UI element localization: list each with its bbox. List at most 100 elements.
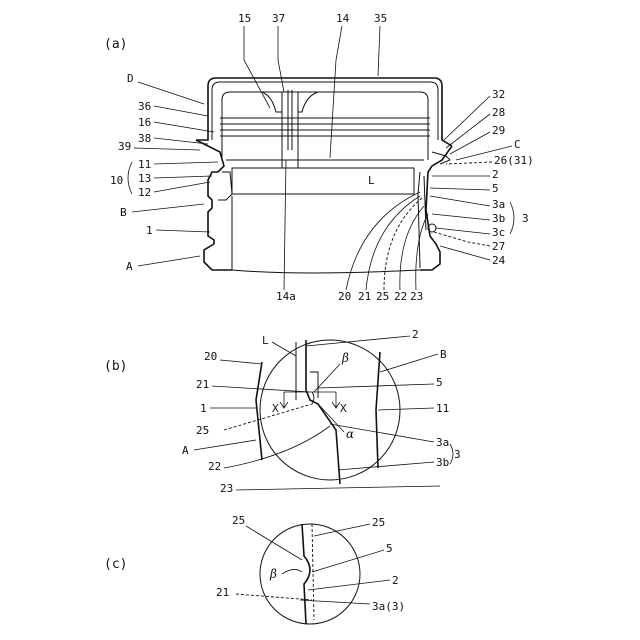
leader-c-beta (282, 569, 302, 574)
wall-c-2 (302, 524, 310, 624)
figure-a-title: (a) (104, 37, 127, 52)
hook-right (298, 92, 318, 112)
label-c-21: 21 (216, 586, 229, 599)
leader-b-20 (220, 360, 262, 364)
left-ring (196, 140, 224, 244)
leader-28 (446, 114, 490, 148)
label-c-5: 5 (386, 542, 393, 555)
leader-26 (446, 162, 492, 164)
leader-16 (154, 122, 214, 132)
leader-A (138, 256, 200, 266)
figure-c: (c) 25 25 5 β 2 21 3a(3) (104, 514, 405, 624)
label-b-22: 22 (208, 460, 221, 473)
arrow-X-right (332, 392, 340, 408)
leader-12 (154, 182, 210, 192)
label-14a: 14a (276, 290, 296, 303)
arrow-X-left (280, 392, 288, 408)
label-5: 5 (492, 182, 499, 195)
leader-b-22 (224, 426, 330, 468)
dash-c-21 (236, 594, 312, 600)
leader-38 (154, 138, 208, 144)
leader-b-11 (378, 408, 434, 410)
label-25: 25 (376, 290, 389, 303)
label-c-25b: 25 (372, 516, 385, 529)
label-b-X1: X (272, 402, 279, 415)
label-11: 11 (138, 158, 151, 171)
leader-11 (154, 162, 218, 164)
label-b-20: 20 (204, 350, 217, 363)
label-b-3b: 3b (436, 456, 449, 469)
label-2: 2 (492, 168, 499, 181)
label-b-2: 2 (412, 328, 419, 341)
leader-b-A (194, 440, 256, 450)
label-13: 13 (138, 172, 151, 185)
figure-b-title: (b) (104, 359, 127, 374)
wall-5 (310, 372, 318, 398)
figure-c-title: (c) (104, 557, 127, 572)
label-15: 15 (238, 12, 251, 25)
label-b-beta: β (341, 351, 349, 365)
hook-left (262, 92, 282, 112)
leader-27 (468, 242, 490, 246)
leader-b-B (380, 354, 438, 372)
label-28: 28 (492, 106, 505, 119)
label-27: 27 (492, 240, 505, 253)
central-stem (282, 90, 298, 168)
leader-21 (366, 196, 420, 290)
label-L: L (368, 174, 375, 187)
label-b-A: A (182, 444, 189, 457)
label-20: 20 (338, 290, 351, 303)
leader-b-23 (236, 486, 440, 490)
label-b-11: 11 (436, 402, 449, 415)
label-16: 16 (138, 116, 151, 129)
brace-b-3 (450, 444, 453, 464)
left-body (204, 244, 232, 270)
leader-35 (378, 26, 380, 76)
wall-A (256, 362, 262, 460)
label-A: A (126, 260, 133, 273)
leader-c-25a (246, 526, 302, 560)
leader-3b (432, 214, 490, 220)
leader-b-L (272, 342, 296, 356)
label-21: 21 (358, 290, 371, 303)
leader-14a (284, 160, 286, 290)
label-26: 26(31) (494, 154, 534, 167)
leader-32 (444, 96, 490, 140)
label-b-1: 1 (200, 402, 207, 415)
cap-inner-outline (212, 82, 438, 140)
label-b-alpha: α (346, 427, 354, 441)
leader-15 (244, 26, 270, 108)
label-b-3: 3 (454, 448, 461, 461)
inner-cup (222, 92, 428, 160)
label-22: 22 (394, 290, 407, 303)
label-3: 3 (522, 212, 529, 225)
leader-c-5 (312, 550, 384, 572)
leader-39 (134, 148, 200, 150)
leader-b-5 (318, 384, 434, 388)
label-24: 24 (492, 254, 506, 267)
label-b-3a: 3a (436, 436, 449, 449)
label-b-23: 23 (220, 482, 233, 495)
line-c-3a (300, 600, 370, 604)
label-c-beta: β (269, 567, 277, 581)
dashed-27 (434, 232, 468, 242)
label-D: D (127, 72, 134, 85)
leader-24 (440, 246, 490, 260)
plug-L (232, 168, 414, 194)
label-c-25a: 25 (232, 514, 245, 527)
leader-1 (156, 230, 210, 232)
label-35: 35 (374, 12, 387, 25)
label-1: 1 (146, 224, 153, 237)
left-ring-inner (218, 172, 232, 200)
label-B: B (120, 206, 127, 219)
label-C: C (514, 138, 521, 151)
brace-10 (128, 162, 132, 194)
label-29: 29 (492, 124, 505, 137)
label-36: 36 (138, 100, 151, 113)
leader-29 (450, 132, 490, 154)
label-b-5: 5 (436, 376, 443, 389)
leader-b-21 (212, 386, 310, 392)
leader-b-3b (338, 462, 434, 470)
wall-2 (306, 340, 340, 484)
